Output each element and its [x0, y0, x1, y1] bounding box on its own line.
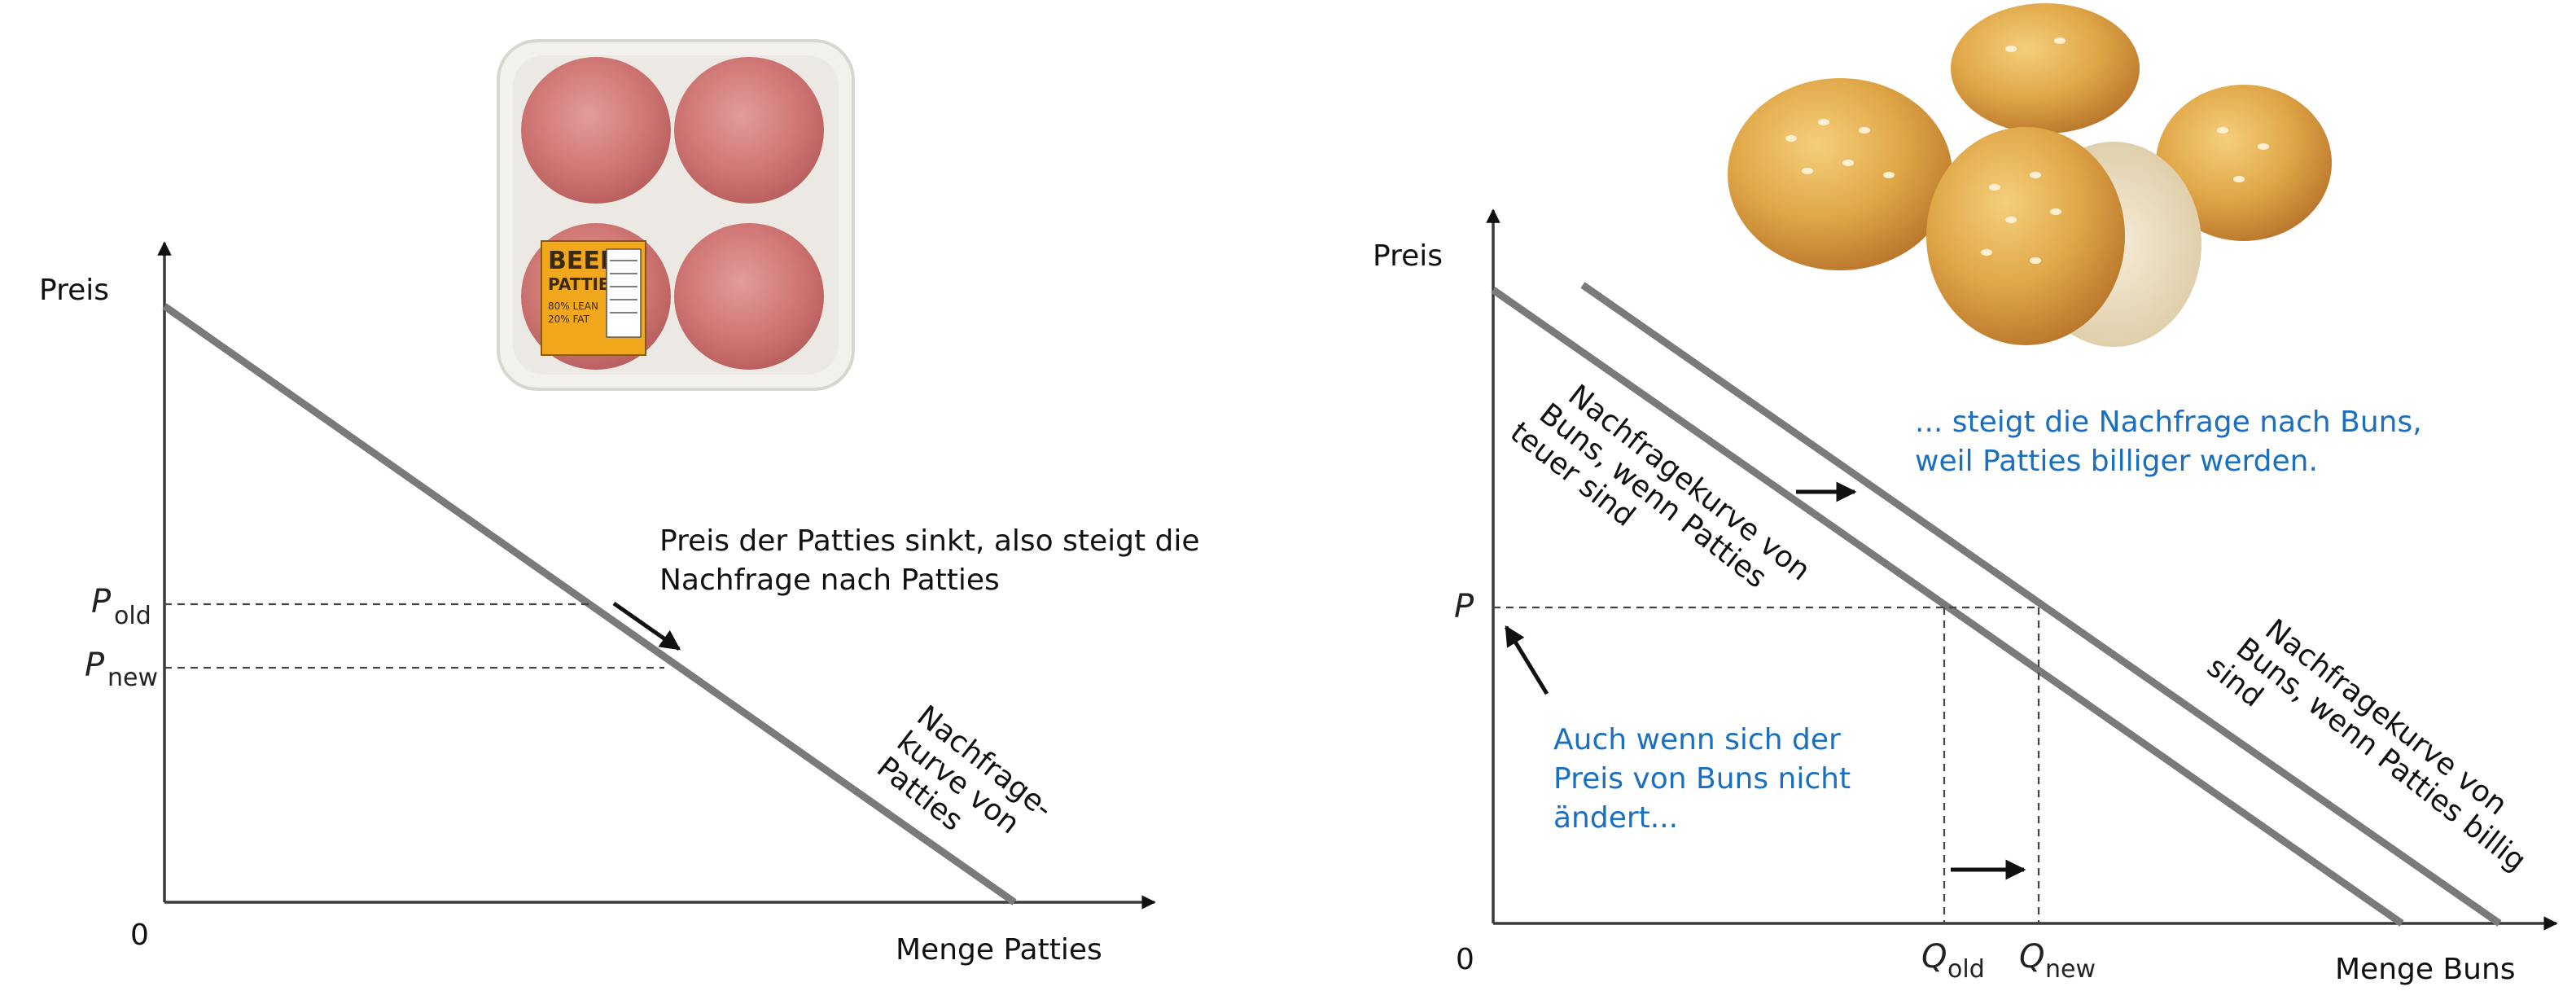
curve-cheap-line1: Nachfragekurve von	[2258, 613, 2513, 822]
package-text-lean: 80% LEAN	[548, 300, 598, 312]
blue-bottom-line1: Auch wenn sich der	[1553, 723, 1841, 756]
buns-demand-curve-expensive-patties	[1491, 287, 2404, 927]
patties-annotation-line1: Preis der Patties sinkt, also steigt die	[659, 524, 1200, 558]
patties-demand-curve	[162, 303, 1017, 905]
beef-patties-image: BEEF PATTIES 80% LEAN 20% FAT	[497, 39, 855, 391]
blue-bottom-line3: ändert...	[1553, 801, 1678, 835]
right-origin-label: 0	[1456, 943, 1474, 976]
q-new-subscript: new	[2045, 955, 2096, 984]
left-x-axis-label: Menge Patties	[896, 933, 1102, 967]
patties-annotation-line2: Nachfrage nach Patties	[659, 563, 1000, 597]
q-old-symbol: Q	[1921, 938, 1947, 976]
left-y-axis-label: Preis	[39, 274, 109, 307]
movement-along-curve-arrow	[612, 601, 681, 651]
p-old-subscript: old	[114, 602, 151, 630]
price-p-symbol: P	[1454, 588, 1474, 625]
blue-top-line1: ... steigt die Nachfrage nach Buns,	[1915, 406, 2422, 439]
buns-demand-curve-cheap-patties	[1580, 282, 2502, 927]
right-chart: Preis 0 Menge Buns P Q old Q new Nachfra…	[1373, 3, 2558, 986]
blue-top-line2: weil Patties billiger werden.	[1915, 445, 2318, 478]
patties-curve-label: Nachfrage- kurve von Patties	[870, 699, 1058, 841]
q-old-subscript: old	[1947, 955, 1985, 984]
price-unchanged-arrow	[1504, 625, 1549, 695]
burger-buns-image	[1728, 3, 2332, 347]
left-chart: BEEF PATTIES 80% LEAN 20% FAT Preis 0 Me…	[39, 39, 1200, 967]
package-text-beef: BEEF	[548, 247, 616, 275]
left-origin-label: 0	[130, 919, 149, 952]
curve-expensive-line2: Buns, wenn Patties	[1533, 397, 1773, 595]
package-text-fat: 20% FAT	[548, 314, 590, 325]
blue-bottom-line2: Preis von Buns nicht	[1553, 762, 1851, 796]
p-new-subscript: new	[107, 664, 158, 692]
p-old-symbol: P	[91, 583, 112, 620]
right-y-axis-label: Preis	[1373, 239, 1443, 273]
right-x-axis-label: Menge Buns	[2335, 953, 2516, 986]
q-new-symbol: Q	[2019, 938, 2044, 976]
p-new-symbol: P	[85, 647, 105, 684]
